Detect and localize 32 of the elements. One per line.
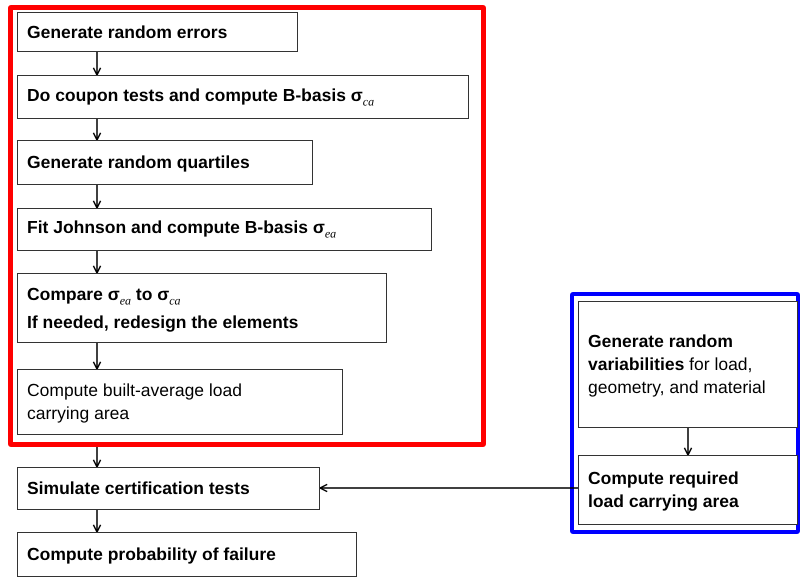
group-frame <box>8 5 486 447</box>
process-box <box>17 208 432 251</box>
process-box <box>17 12 298 52</box>
process-box <box>17 369 343 435</box>
arrow <box>684 428 692 456</box>
arrow <box>92 119 102 141</box>
arrow <box>92 185 102 209</box>
process-box <box>578 301 798 428</box>
step-text: Generate random errors <box>27 20 228 44</box>
process-box <box>17 140 313 185</box>
process-box <box>578 455 798 525</box>
arrow <box>92 251 102 274</box>
arrow <box>92 510 102 533</box>
step-text: Compute required load carrying area <box>588 467 740 513</box>
process-box <box>17 467 320 510</box>
group-frame <box>570 292 800 534</box>
step-text: Fit Johnson and compute B-basis σ$_{ea}$ <box>27 216 338 243</box>
arrow <box>92 447 102 468</box>
step-text: Compute probability of failure <box>27 543 277 566</box>
process-box <box>17 532 357 577</box>
step-text: Generate random variabilities for load, geometry, and material <box>588 330 767 399</box>
step-text: Generate random quartiles <box>27 151 251 174</box>
arrow <box>92 52 102 76</box>
step-text: Compute built-average load carrying area <box>27 379 243 425</box>
arrow <box>92 343 102 370</box>
step-text: Compare σ$_{ea}$ to σ$_{ca}$ <box>27 282 182 309</box>
step-text: Do coupon tests and compute B-basis σ$_{ca}$ <box>27 84 376 110</box>
step-text: If needed, redesign the elements <box>27 310 300 334</box>
process-box <box>17 75 469 119</box>
arrow <box>319 484 578 492</box>
step-text: Simulate certification tests <box>27 477 251 500</box>
process-box <box>17 273 387 343</box>
